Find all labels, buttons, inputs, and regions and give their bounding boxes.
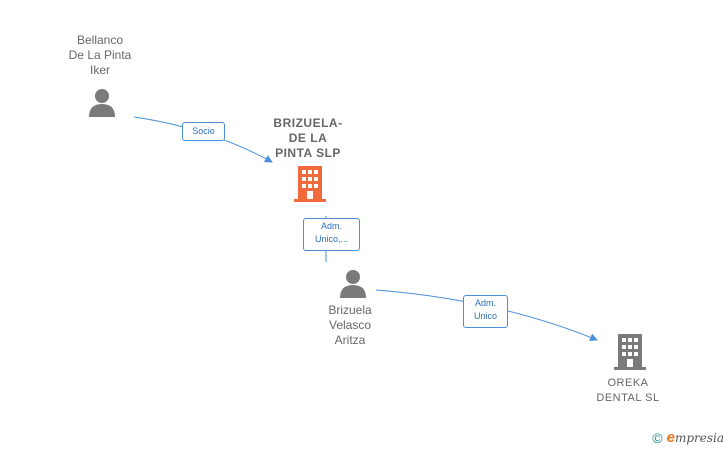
node-brizuela-velasco-label: Brizuela Velasco Aritza bbox=[328, 303, 372, 347]
edge-label-adm-unico-2[interactable]: Adm. Unico bbox=[463, 295, 508, 328]
footer-brand: © empresia bbox=[652, 429, 724, 446]
person-icon[interactable] bbox=[87, 87, 117, 117]
node-brizuela-slp-label: BRIZUELA- DE LA PINTA SLP bbox=[273, 116, 343, 160]
building-icon[interactable] bbox=[294, 166, 326, 202]
building-icon[interactable] bbox=[614, 334, 646, 370]
copyright-icon: © bbox=[652, 429, 663, 446]
edge-label-adm-unico-1[interactable]: Adm. Unico,... bbox=[303, 218, 360, 251]
node-bellanco-label: Bellanco De La Pinta Iker bbox=[68, 33, 132, 77]
brand-logo: empresia bbox=[666, 429, 724, 446]
node-oreka-label: OREKA DENTAL SL bbox=[596, 377, 660, 404]
edge-label-socio[interactable]: Socio bbox=[182, 122, 225, 141]
person-icon[interactable] bbox=[338, 268, 368, 298]
